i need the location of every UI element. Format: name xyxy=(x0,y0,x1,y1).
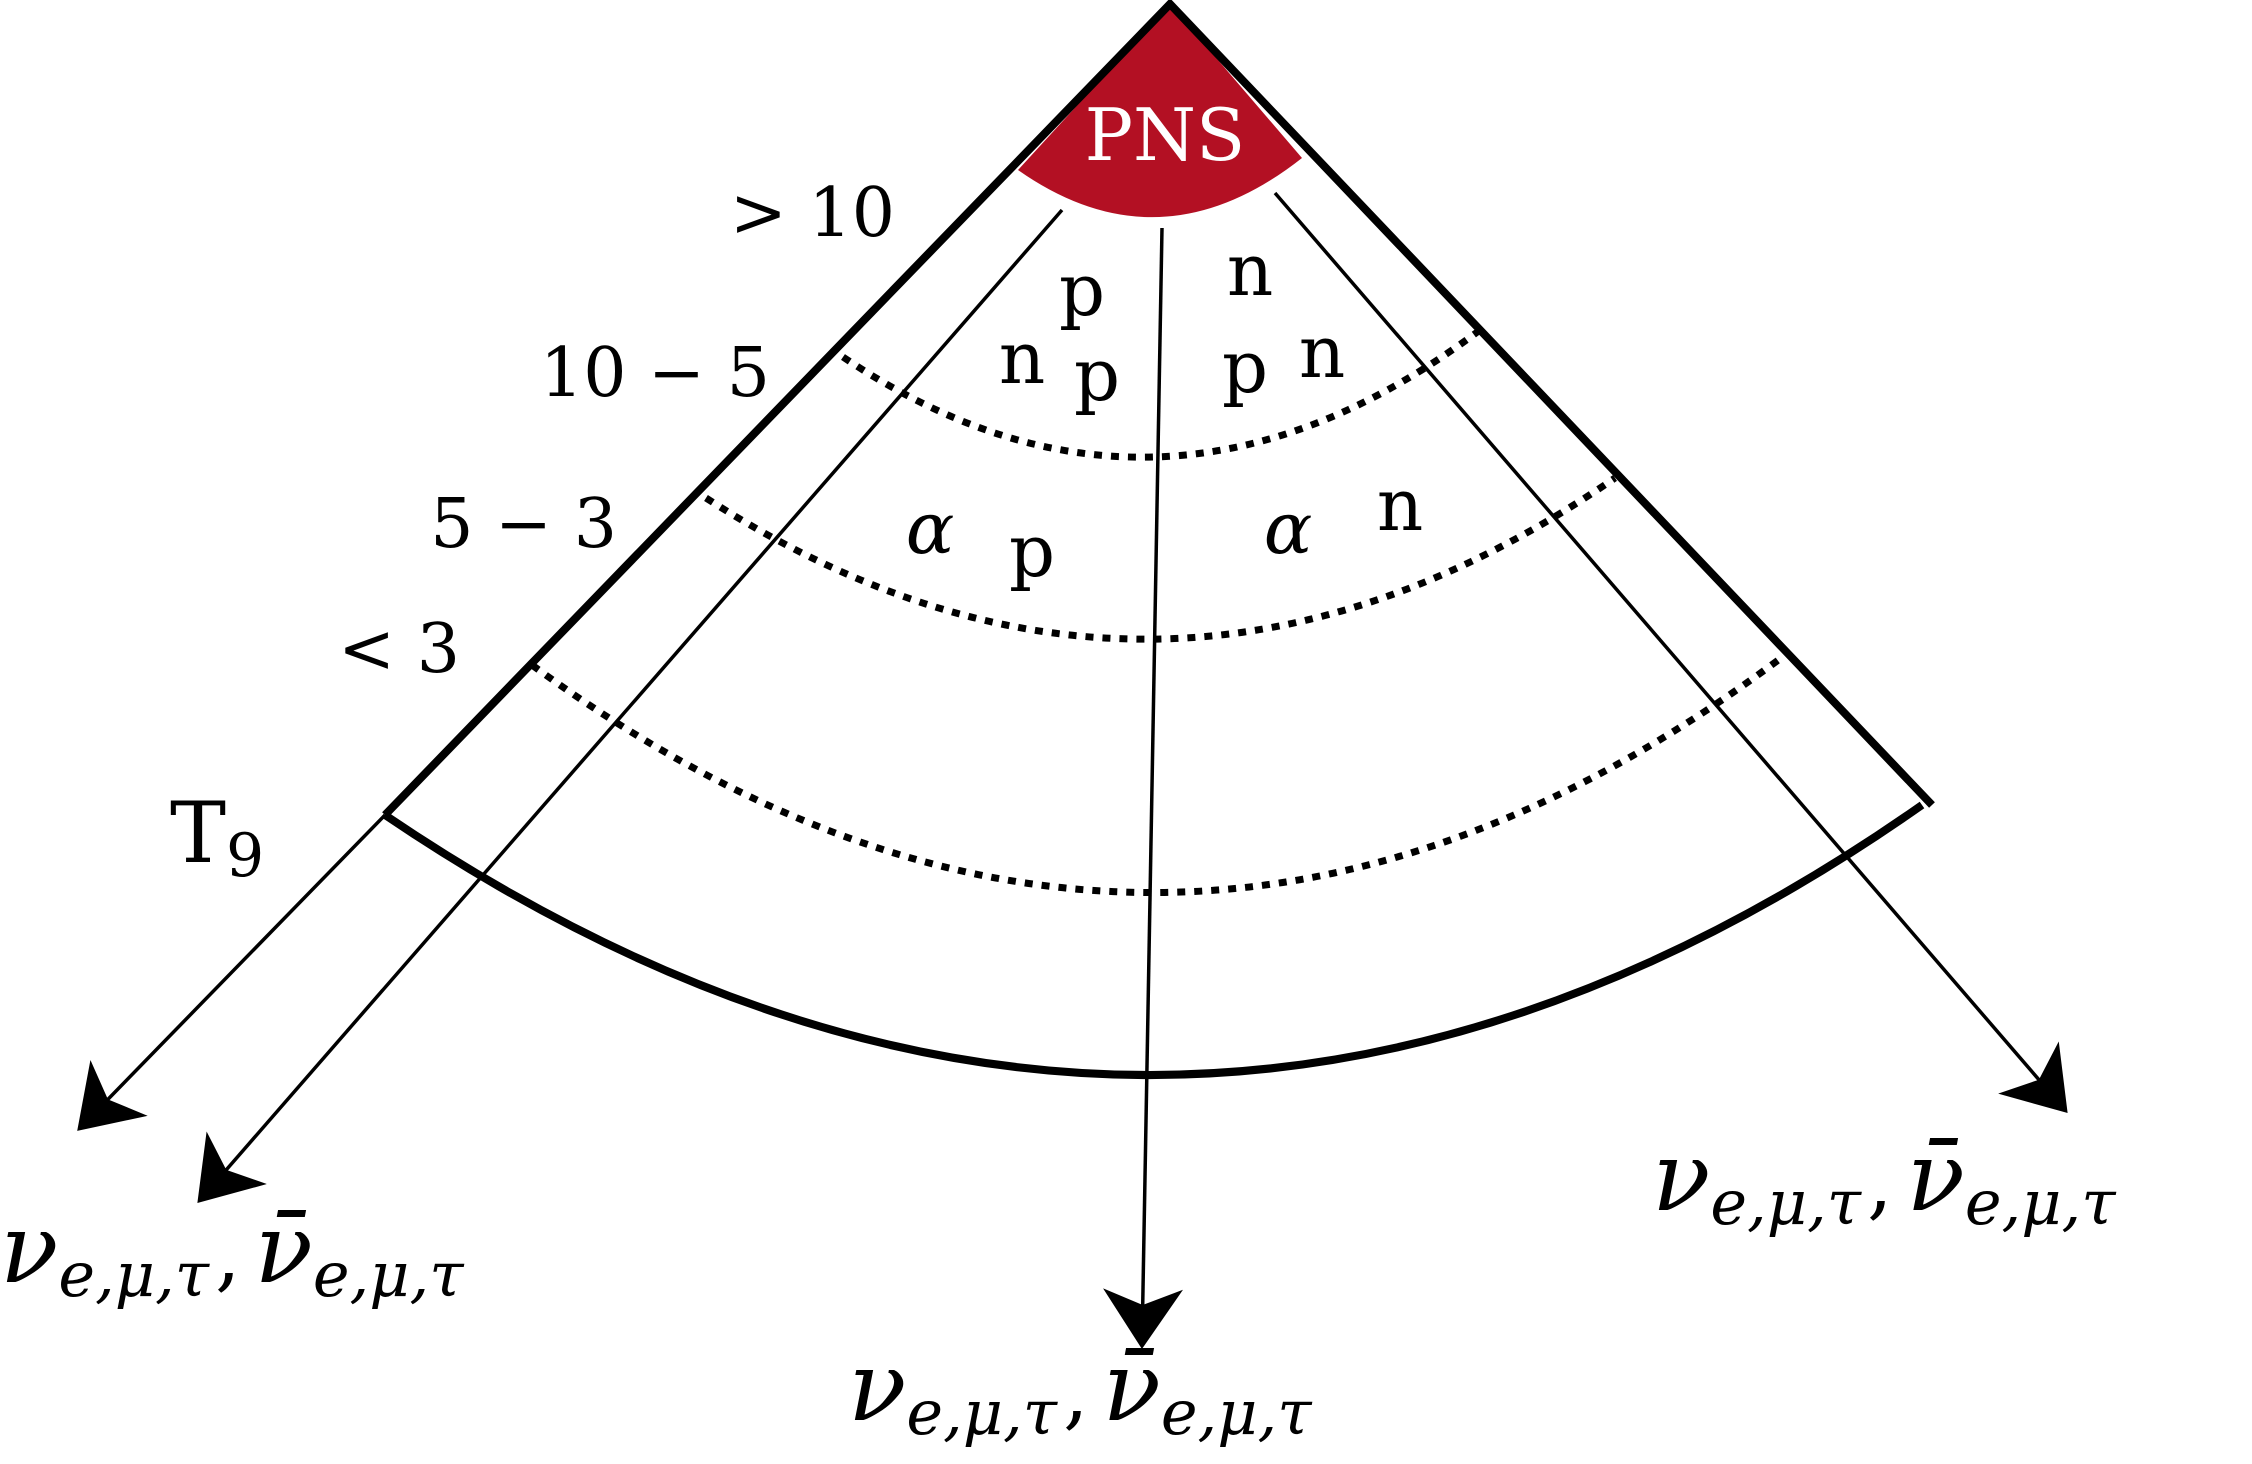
particle-n-zone2-right: n xyxy=(1299,310,1345,394)
temp-range-2: 10 − 5 xyxy=(540,334,770,413)
shell-boundary-2 xyxy=(704,475,1617,643)
shell-boundary-3 xyxy=(529,652,1788,896)
pns-label: PNS xyxy=(1085,93,1246,177)
ray-right xyxy=(1273,191,2068,1114)
particle-alpha-zone3-right: α xyxy=(1264,486,1313,570)
antineutrino-symbol-right: ν̄ xyxy=(1907,1121,1965,1233)
cone-outer-arc xyxy=(382,801,1925,1079)
particle-p-zone1: p xyxy=(1059,248,1105,332)
antineutrino-subscript-center: e,μ,τ xyxy=(1161,1376,1313,1449)
neutrino-symbol-left: ν xyxy=(0,1193,58,1305)
antineutrino-subscript-right: e,μ,τ xyxy=(1965,1166,2117,1239)
neutrino-subscript-right: e,μ,τ xyxy=(1710,1166,1862,1239)
particle-n-zone3-right: n xyxy=(1377,463,1423,547)
temp-range-4: < 3 xyxy=(338,610,460,689)
antineutrino-symbol-left: ν̄ xyxy=(255,1193,313,1305)
temperature-axis-label: T9 xyxy=(170,784,264,891)
neutrino-separator-right: , xyxy=(1867,1136,1892,1229)
pns-core xyxy=(1018,4,1302,218)
temperature-axis-subscript: 9 xyxy=(226,821,264,891)
neutrino-label-left: νe,μ,τ,ν̄e,μ,τ xyxy=(0,1193,465,1311)
neutrino-separator-left: , xyxy=(215,1208,240,1301)
neutrino-symbol-center: ν xyxy=(848,1331,906,1443)
particle-n-zone1: n xyxy=(1227,228,1273,312)
temperature-axis-letter: T xyxy=(170,784,226,882)
shell-boundary-1 xyxy=(841,327,1483,461)
ray-far-left xyxy=(77,813,387,1131)
antineutrino-subscript-left: e,μ,τ xyxy=(313,1238,465,1311)
particle-p-zone2-left: p xyxy=(1074,333,1120,417)
cone-outer-boundary xyxy=(382,0,1935,818)
particle-n-zone2-left: n xyxy=(999,316,1045,400)
neutrino-separator-center: , xyxy=(1063,1346,1088,1439)
temp-range-3: 5 − 3 xyxy=(430,485,617,564)
neutrino-subscript-left: e,μ,τ xyxy=(58,1238,210,1311)
particle-p-zone2-right: p xyxy=(1222,325,1268,409)
neutrino-label-center: νe,μ,τ,ν̄e,μ,τ xyxy=(848,1331,1313,1449)
ray-center xyxy=(1103,227,1183,1349)
neutrino-subscript-center: e,μ,τ xyxy=(906,1376,1058,1449)
neutrino-symbol-right: ν xyxy=(1652,1121,1710,1233)
antineutrino-symbol-center: ν̄ xyxy=(1103,1331,1161,1443)
temp-range-1: > 10 xyxy=(730,174,895,253)
particle-alpha-zone3-left: α xyxy=(906,486,955,570)
particle-p-zone3-left: p xyxy=(1009,509,1055,593)
neutrino-label-right: νe,μ,τ,ν̄e,μ,τ xyxy=(1652,1121,2117,1239)
ray-left xyxy=(197,208,1064,1204)
